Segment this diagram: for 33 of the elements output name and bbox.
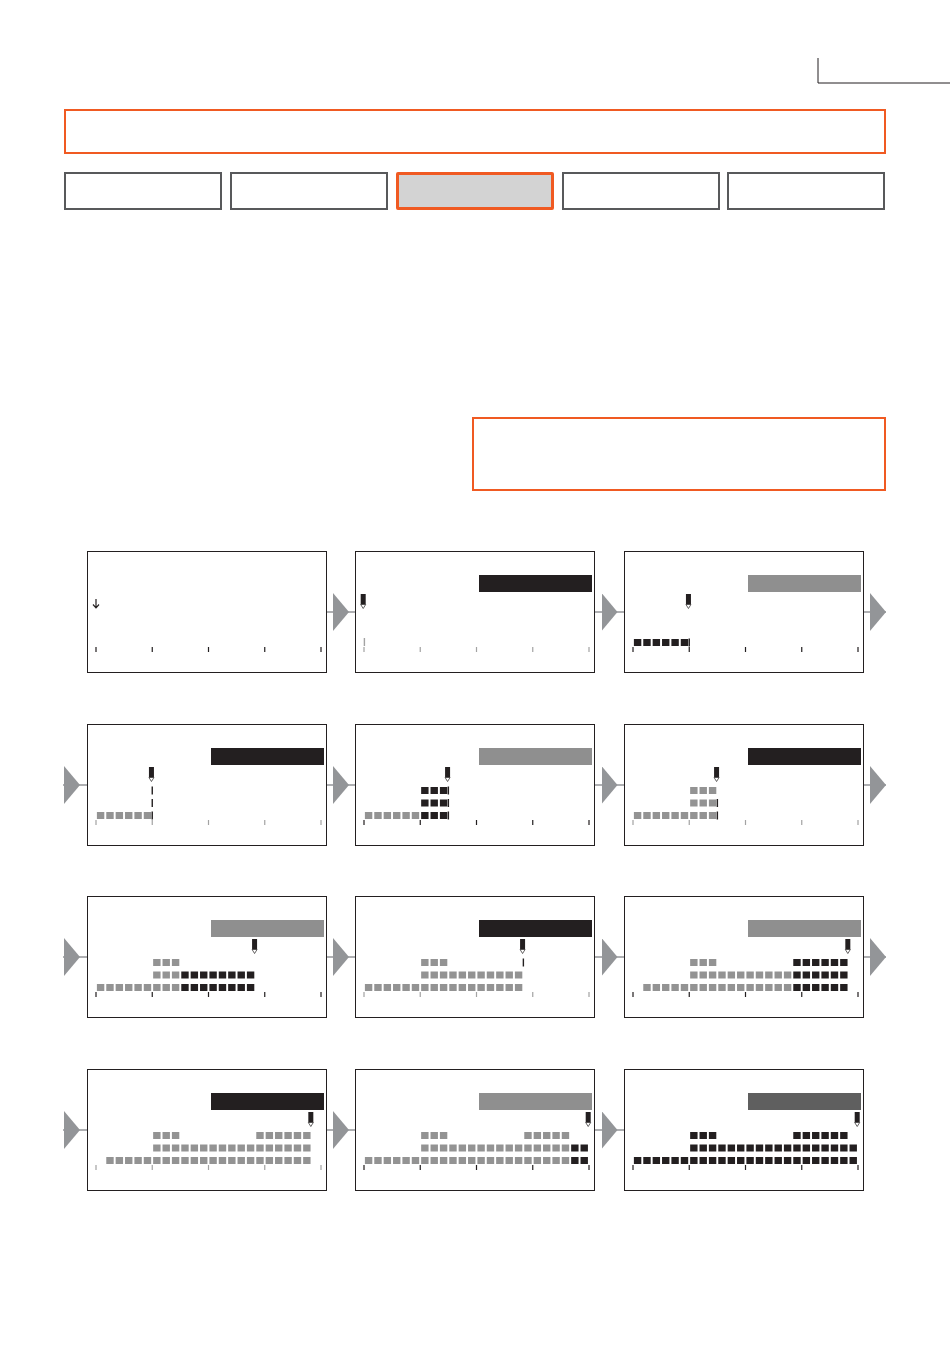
chevron-arrow	[326, 593, 356, 631]
chevron-arrow	[863, 938, 887, 976]
chevron-arrow	[62, 938, 88, 976]
chevron-arrow	[594, 766, 625, 804]
display-screen	[87, 896, 327, 1018]
chevron-arrow	[326, 766, 356, 804]
chevron-arrow	[326, 938, 356, 976]
chevron-arrow	[62, 766, 88, 804]
display-screen	[355, 724, 595, 846]
note-frame	[472, 417, 886, 491]
display-screen	[624, 896, 864, 1018]
display-screen	[355, 1069, 595, 1191]
display-screen	[624, 724, 864, 846]
display-screen	[624, 551, 864, 673]
tab-frame	[562, 172, 720, 210]
display-screen	[355, 551, 595, 673]
selected-tab-frame	[396, 172, 554, 210]
display-screen	[355, 896, 595, 1018]
chevron-arrow	[863, 766, 887, 804]
chevron-arrow	[863, 593, 887, 631]
tab-frame	[727, 172, 885, 210]
chevron-arrow	[62, 1111, 88, 1149]
tab-frame	[230, 172, 388, 210]
chevron-arrow	[594, 593, 625, 631]
chevron-arrow	[594, 1111, 625, 1149]
chevron-arrow	[326, 1111, 356, 1149]
display-screen	[87, 724, 327, 846]
heading-frame	[64, 109, 886, 154]
chevron-arrow	[594, 938, 625, 976]
display-screen	[87, 1069, 327, 1191]
tab-frame	[64, 172, 222, 210]
display-screen	[624, 1069, 864, 1191]
display-screen	[87, 551, 327, 673]
